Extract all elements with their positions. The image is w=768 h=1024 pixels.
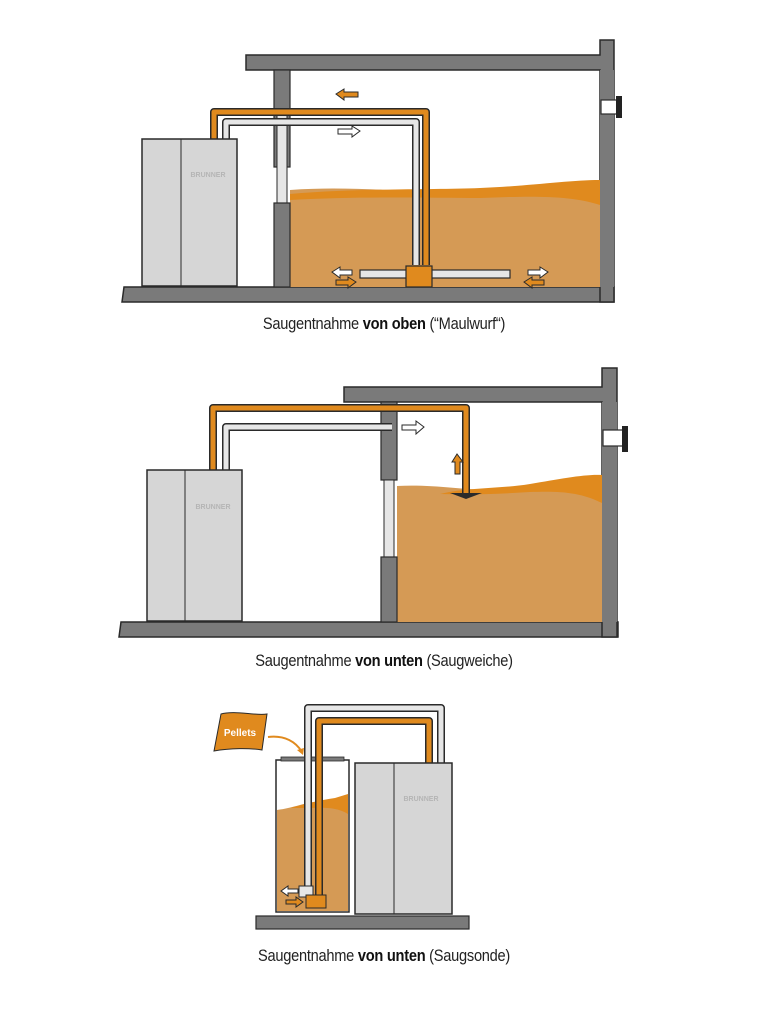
mole-arm <box>359 269 511 279</box>
diagram-maulwurf: BRUNNER Saugentnahme von oben (“Maulwurf… <box>0 0 768 350</box>
floor <box>255 915 470 930</box>
saugweiche-illustration: BRUNNER <box>118 367 628 638</box>
return-air-pipe <box>223 119 419 265</box>
pellet-bag-label: Pellets <box>224 728 257 739</box>
saugsonde-illustration: Pellets BRUNNER <box>213 704 470 930</box>
boiler-brand-label: BRUNNER <box>191 172 226 179</box>
suction-pipe <box>210 405 469 496</box>
fill-arrow-icon <box>267 735 303 753</box>
arrow-up-orange-icon <box>451 453 464 475</box>
boiler-brand-label: BRUNNER <box>404 796 439 803</box>
floor <box>121 286 615 303</box>
mole-unit <box>405 265 433 288</box>
pellet-surface <box>290 180 600 205</box>
suction-pipe <box>211 109 429 265</box>
pellet-pile <box>290 182 600 287</box>
filling-coupling <box>616 96 622 118</box>
caption-saugweiche: Saugentnahme von unten (Saugweiche) <box>255 651 513 670</box>
partition-wall <box>273 202 291 288</box>
maulwurf-illustration: BRUNNER <box>121 39 622 303</box>
diagram-saugsonde: Pellets BRUNNER Saugentnahme von unten (… <box>0 690 768 980</box>
boiler <box>141 138 238 287</box>
pellet-bag <box>213 712 268 752</box>
filling-hatch <box>600 99 618 115</box>
caption-saugsonde: Saugentnahme von unten (Saugsonde) <box>257 946 511 965</box>
return-air-pipe <box>223 424 392 470</box>
arrow-left-orange-icon <box>335 88 359 101</box>
suction-point <box>450 493 482 499</box>
boiler-brand-label: BRUNNER <box>196 504 231 511</box>
storage-room-wall <box>245 39 615 303</box>
caption-maulwurf: Saugentnahme von oben (“Maulwurf“) <box>262 314 506 333</box>
diagram-saugweiche: BRUNNER Saugentnahme von unten (Saugweic… <box>0 360 768 680</box>
suction-probe <box>305 894 327 909</box>
arrow-right-white-icon <box>337 125 361 138</box>
